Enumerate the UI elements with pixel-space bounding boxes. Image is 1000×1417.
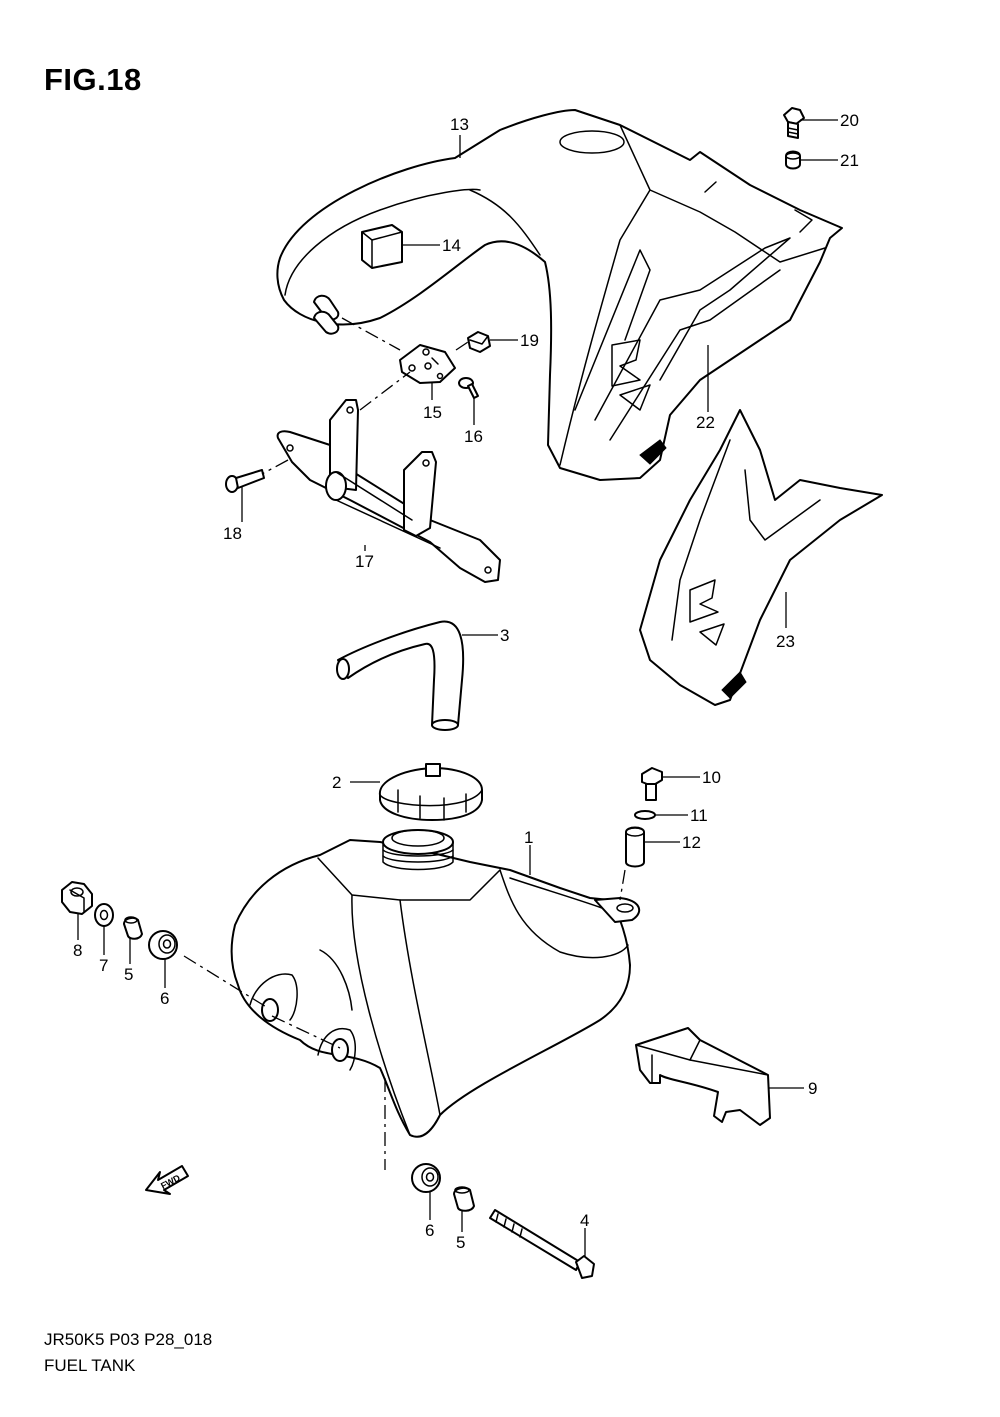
callout-16: 16 (464, 427, 483, 446)
callout-23: 23 (776, 632, 795, 651)
callout-6b: 6 (425, 1221, 434, 1240)
part-4-long-bolt[interactable] (489, 1209, 595, 1279)
callout-10: 10 (702, 768, 721, 787)
callout-20: 20 (840, 111, 859, 130)
callout-8: 8 (73, 941, 82, 960)
part-20-bolt[interactable] (783, 107, 805, 139)
part-15-bracket-plate[interactable] (399, 344, 456, 384)
part-6-grommet-upper[interactable] (148, 930, 178, 960)
callout-14: 14 (442, 236, 461, 255)
part-2-fuel-cap[interactable] (378, 763, 483, 821)
model-code: JR50K5 P03 P28_018 (44, 1330, 213, 1349)
callout-4: 4 (580, 1211, 589, 1230)
part-23-side-decal[interactable] (639, 409, 883, 706)
part-21-collar[interactable] (785, 150, 801, 170)
leader-lines (77, 119, 838, 1256)
callout-2: 2 (332, 773, 341, 792)
callout-3: 3 (500, 626, 509, 645)
callout-17: 17 (355, 552, 374, 571)
callout-15: 15 (423, 403, 442, 422)
part-3-breather-hose[interactable] (336, 620, 465, 731)
part-13-tank-cover[interactable] (276, 109, 843, 481)
part-6-grommet-lower[interactable] (411, 1163, 441, 1193)
part-5-collar-upper[interactable] (123, 916, 143, 940)
callout-6a: 6 (160, 989, 169, 1008)
part-14-cushion[interactable] (361, 224, 403, 269)
part-17-tank-bracket[interactable] (276, 399, 501, 583)
callout-22: 22 (696, 413, 715, 432)
callout-1: 1 (524, 828, 533, 847)
part-16-screw[interactable] (458, 377, 479, 399)
part-10-bolt[interactable] (641, 767, 663, 801)
callout-19: 19 (520, 331, 539, 350)
part-7-washer[interactable] (94, 903, 114, 927)
part-18-bolt[interactable] (225, 469, 265, 493)
callout-7: 7 (99, 956, 108, 975)
callout-5a: 5 (124, 965, 133, 984)
part-5-collar-lower[interactable] (453, 1186, 475, 1212)
assembly-lines (183, 317, 626, 1170)
callout-11: 11 (690, 806, 708, 825)
callout-12: 12 (682, 833, 701, 852)
callout-9: 9 (808, 1079, 817, 1098)
part-11-washer[interactable] (634, 810, 656, 820)
callout-labels: 1 2 3 4 5 5 6 6 7 8 9 10 11 12 13 14 15 … (73, 111, 859, 1252)
fwd-direction-arrow: FWD (145, 1165, 189, 1195)
figure-title: FIG.18 (44, 62, 142, 97)
callout-18: 18 (223, 524, 242, 543)
tank-cover-grommets[interactable] (313, 294, 340, 335)
callout-21: 21 (840, 151, 859, 170)
part-8-nut[interactable] (61, 881, 93, 915)
part-9-tank-cushion[interactable] (635, 1027, 771, 1126)
part-12-collar[interactable] (625, 826, 645, 868)
callout-5b: 5 (456, 1233, 465, 1252)
part-1-fuel-tank[interactable] (230, 829, 641, 1138)
figure-name: FUEL TANK (44, 1356, 136, 1375)
callout-13: 13 (450, 115, 469, 134)
part-19-nut[interactable] (467, 331, 491, 353)
